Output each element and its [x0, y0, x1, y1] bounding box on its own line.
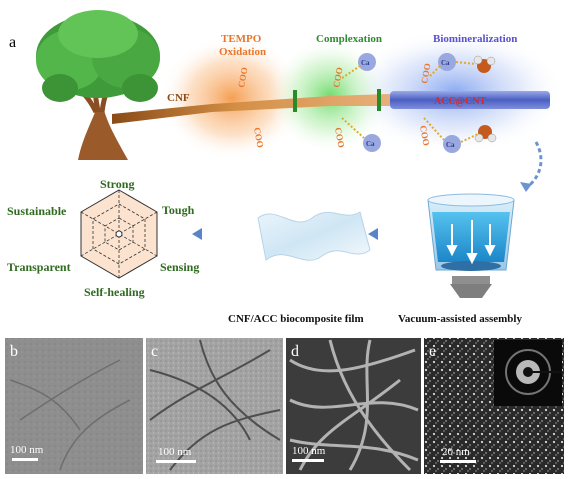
complexation-marker-left [293, 90, 297, 112]
micrograph-c: c 100 nm [146, 338, 283, 474]
ca-ion-upper: Ca [358, 53, 376, 71]
scale-label-d: 100 nm [292, 445, 326, 457]
scale-bar-d [292, 459, 324, 462]
coo-label-complex-lower: COO [333, 127, 346, 149]
ca-label-bio-lower: Ca [446, 141, 455, 149]
cnf-fiber [112, 94, 390, 124]
cnf-label: CNF [167, 92, 190, 104]
panel-letter-e: e [429, 343, 436, 360]
coo-label-bio-upper: COO [419, 62, 432, 84]
ca-label-bio-upper: Ca [441, 59, 450, 67]
scale-bar-c [156, 460, 196, 463]
vacuum-beaker [427, 193, 515, 298]
stage-oxidation-line1: TEMPO [221, 33, 262, 45]
coo-label-upper: COO [236, 66, 249, 88]
assembly-caption: Vacuum-assisted assembly [398, 313, 522, 325]
acc-cnf-rod [390, 91, 550, 109]
ca-label-upper: Ca [361, 59, 370, 67]
oxidation-glow [160, 36, 304, 160]
property-sensing: Sensing [160, 260, 199, 274]
process-arrowhead-down [520, 182, 532, 192]
stage-biomineralization: Biomineralization [433, 33, 517, 45]
coo-label-lower: COO [252, 127, 265, 149]
carbonate-cluster-upper [473, 55, 496, 73]
property-transparent: Transparent [7, 260, 71, 274]
film-caption: CNF/ACC biocomposite film [228, 313, 364, 325]
scale-label-e: 20 nm [442, 446, 470, 458]
panel-letter-a: a [9, 34, 16, 51]
coordination-bonds [341, 61, 479, 143]
property-strong: Strong [100, 177, 134, 191]
ca-ion-bio-upper: Ca [438, 53, 456, 71]
panel-letter-d: d [291, 343, 299, 360]
property-sustainable: Sustainable [7, 204, 67, 218]
complexation-marker-right [377, 89, 381, 111]
coo-label-bio-lower: COO [418, 125, 431, 147]
stage-complexation: Complexation [316, 33, 382, 45]
scale-bar-b [12, 458, 38, 461]
panel-letter-b: b [10, 343, 18, 360]
micrograph-e: e 20 nm [424, 338, 564, 474]
properties-radar [80, 189, 158, 279]
coo-label-complex-upper: COO [331, 66, 344, 88]
micrograph-d: d 100 nm [286, 338, 421, 474]
biocomposite-film [257, 211, 371, 261]
micrograph-b: b 100 nm [5, 338, 143, 474]
tree-illustration [36, 10, 160, 160]
panel-letter-c: c [151, 343, 158, 360]
ca-ion-bio-lower: Ca [443, 135, 461, 153]
stage-oxidation-line2: Oxidation [219, 46, 266, 58]
scale-label-c: 100 nm [158, 446, 192, 458]
property-tough: Tough [162, 203, 195, 217]
ca-label-lower: Ca [366, 140, 375, 148]
arrowhead-beaker-to-film [368, 228, 378, 240]
property-self-healing: Self-healing [84, 285, 145, 299]
acc-cnf-label: ACC@CNT [434, 96, 486, 107]
carbonate-cluster-lower [474, 125, 497, 143]
ca-ion-lower: Ca [363, 134, 381, 152]
process-arrow-down [525, 141, 543, 190]
scale-label-b: 100 nm [10, 444, 44, 456]
scale-bar-e [440, 460, 476, 463]
arrowhead-film-to-properties [192, 228, 202, 240]
